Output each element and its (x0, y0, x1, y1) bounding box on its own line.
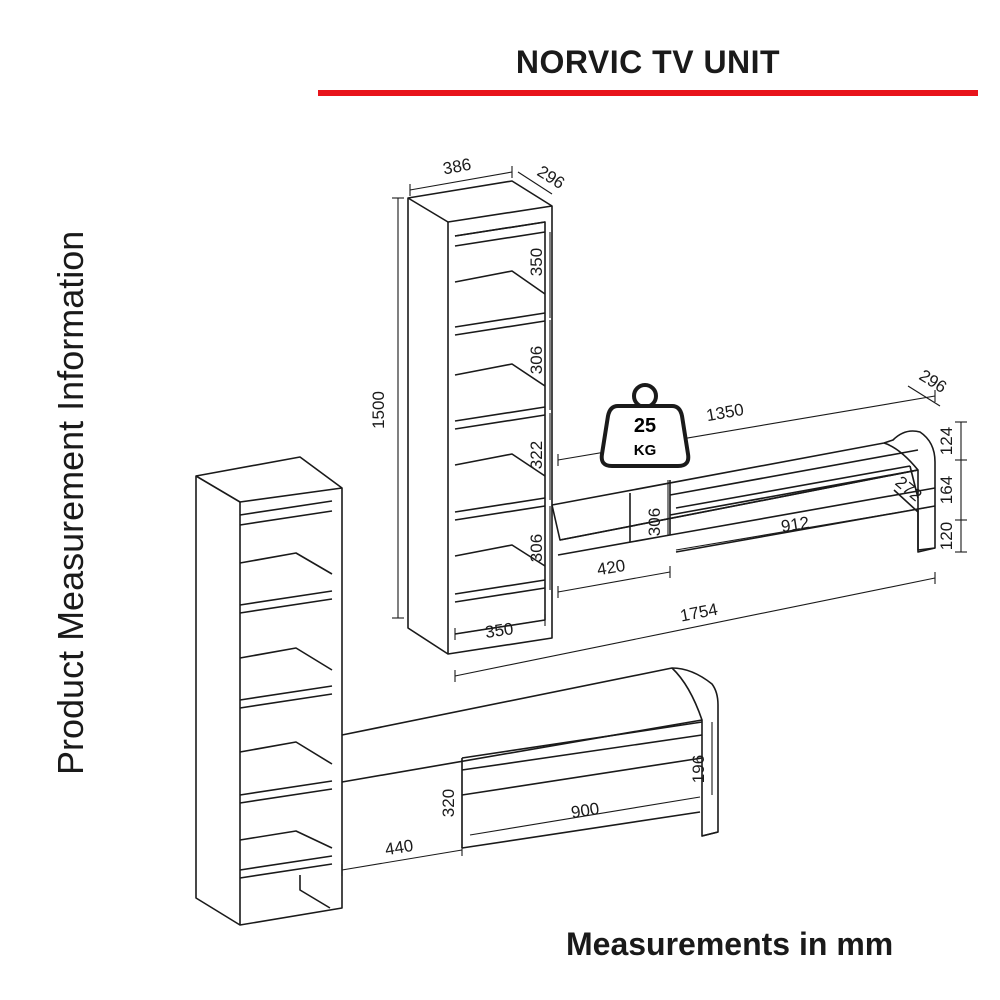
dim-stand-depth: 296 (916, 366, 950, 397)
dim-tall-width: 386 (441, 155, 472, 179)
dim-total-width: 1754 (679, 600, 720, 626)
lower-tv-stand (341, 667, 719, 849)
dim-stand-height-2: 164 (937, 476, 956, 504)
dim-lower-height-2: 196 (689, 755, 708, 783)
dim-stand-drawer-width: 912 (780, 513, 811, 536)
dim-stand-left-width: 420 (596, 556, 627, 579)
lower-bookcase (195, 456, 343, 926)
dim-stand-length: 1350 (705, 400, 746, 425)
upper-tv-stand (551, 430, 936, 556)
weight-icon (599, 383, 691, 468)
dim-stand-height-3: 120 (937, 522, 956, 550)
title-underline (318, 90, 978, 96)
page-title: NORVIC TV UNIT (515, 44, 781, 80)
dim-tall-shelf-2: 306 (527, 346, 546, 374)
dim-stand-inner-depth: 272 (892, 472, 926, 505)
dim-lower-height-1: 320 (439, 789, 458, 817)
dimension-lines (341, 166, 967, 876)
dim-stand-height-1: 124 (937, 427, 956, 455)
dim-tall-base: 350 (484, 619, 515, 642)
weight-value: 25 (634, 415, 656, 437)
dim-tall-depth: 296 (534, 162, 568, 193)
dim-lower-drawer-width: 900 (570, 799, 601, 822)
weight-unit: KG (634, 442, 657, 459)
dim-tall-height: 1500 (369, 391, 388, 429)
measurement-note: Measurements in mm (566, 926, 894, 962)
dim-stand-left-height: 306 (645, 508, 664, 536)
dim-tall-shelf-1: 350 (527, 248, 546, 276)
dim-lower-left-width: 440 (384, 836, 415, 859)
dim-tall-shelf-3: 322 (527, 441, 546, 469)
dim-tall-shelf-4: 306 (527, 534, 546, 562)
tall-bookcase (407, 180, 553, 655)
